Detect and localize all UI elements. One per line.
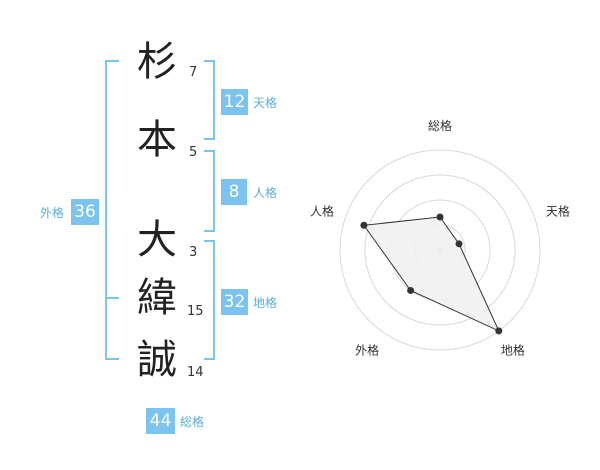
chikaku-bracket — [204, 240, 215, 360]
jinkaku-label: 人格 — [253, 186, 278, 200]
gaikaku-bracket — [105, 60, 119, 360]
jinkaku-bracket — [204, 150, 215, 232]
radar-ring — [339, 149, 541, 351]
tenkaku-label: 天格 — [253, 96, 278, 110]
soukaku-badge: 44 — [146, 408, 175, 434]
name-char-4: 緯 — [137, 275, 177, 321]
chikaku-badge: 32 — [221, 289, 248, 315]
stroke-count-2: 5 — [189, 145, 198, 160]
name-char-3: 大 — [137, 217, 177, 263]
chikaku-label: 地格 — [253, 296, 278, 310]
stroke-count-4: 15 — [187, 304, 204, 319]
radar-area — [362, 216, 500, 332]
radar-axis-label-2: 地格 — [501, 342, 525, 357]
radar-axis-label-3: 外格 — [355, 342, 379, 357]
tenkaku-badge: 12 — [221, 89, 248, 115]
stroke-count-3: 3 — [189, 245, 198, 260]
radar-axis-label-1: 天格 — [546, 204, 570, 219]
radar-point-1 — [455, 240, 463, 248]
radar-ring — [364, 174, 516, 326]
gaikaku-badge: 36 — [71, 199, 99, 225]
radar-axis-label-4: 人格 — [310, 204, 334, 219]
radar-point-2 — [495, 327, 503, 335]
name-char-1: 杉 — [137, 39, 177, 85]
radar-point-0 — [436, 213, 444, 221]
jinkaku-badge: 8 — [221, 179, 247, 205]
stroke-count-5: 14 — [187, 365, 204, 380]
radar-axis-label-0: 総格 — [428, 118, 452, 133]
name-char-5: 誠 — [137, 337, 177, 383]
stroke-count-1: 7 — [189, 65, 198, 80]
soukaku-label: 総格 — [180, 415, 205, 429]
radar-point-3 — [407, 286, 415, 294]
gaikaku-label: 外格 — [40, 206, 65, 220]
radar-point-4 — [360, 221, 368, 229]
radar-points — [360, 213, 503, 335]
gaikaku-bracket-divider — [105, 297, 119, 299]
name-char-2: 本 — [137, 117, 177, 163]
tenkaku-bracket — [204, 60, 215, 140]
